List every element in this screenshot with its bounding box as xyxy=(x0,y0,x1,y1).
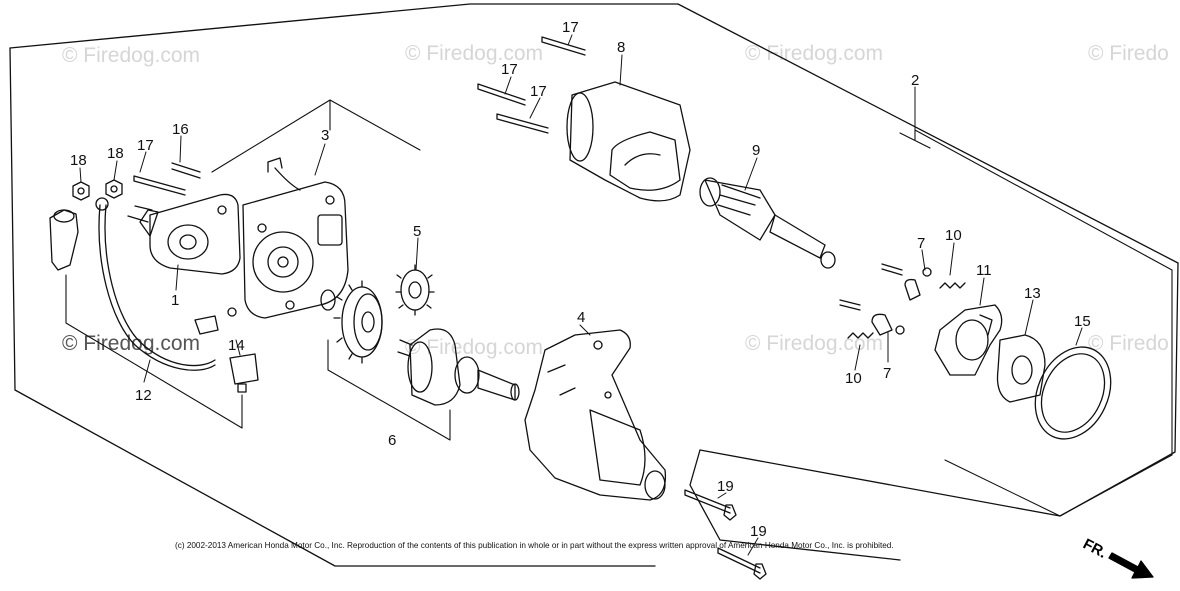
callout-19-top: 19 xyxy=(717,478,734,495)
leader-lines xyxy=(79,34,1083,556)
callout-15: 15 xyxy=(1074,313,1091,330)
part-bolts-bottom xyxy=(684,489,767,580)
callout-6: 6 xyxy=(388,432,396,449)
part-plate xyxy=(996,334,1046,403)
callout-16: 16 xyxy=(172,121,189,138)
part-brush-holder xyxy=(934,304,1003,376)
part-terminal xyxy=(194,307,259,393)
callout-17-top: 17 xyxy=(562,19,579,36)
callout-13: 13 xyxy=(1024,285,1041,302)
callout-2: 2 xyxy=(911,72,919,89)
part-end-cover xyxy=(242,157,349,319)
callout-numbers: 1 2 3 4 5 6 7 7 8 9 10 10 11 12 13 14 15… xyxy=(70,19,1091,540)
callout-5: 5 xyxy=(413,223,421,240)
callout-3: 3 xyxy=(321,127,329,144)
callout-18-b: 18 xyxy=(107,145,124,162)
part-gear-housing xyxy=(524,329,667,501)
callout-19-bottom: 19 xyxy=(750,523,767,540)
part-armature xyxy=(699,177,836,269)
part-yoke xyxy=(566,81,691,202)
callout-10-top: 10 xyxy=(945,227,962,244)
part-pinion-clutch xyxy=(397,328,520,406)
part-seal-ring xyxy=(1034,346,1112,440)
part-bolts-top xyxy=(477,36,586,134)
front-label: FR. xyxy=(1080,536,1109,562)
copyright-notice: (c) 2002-2013 American Honda Motor Co., … xyxy=(175,541,894,550)
part-brushes-springs xyxy=(839,263,966,339)
callout-7-bottom: 7 xyxy=(883,365,891,382)
callout-12: 12 xyxy=(135,387,152,404)
callout-17-mid-1: 17 xyxy=(501,61,518,78)
front-arrow-icon xyxy=(1108,552,1154,579)
callout-14: 14 xyxy=(228,337,245,354)
callout-10-bottom: 10 xyxy=(845,370,862,387)
bracket-lines xyxy=(65,99,1173,517)
callout-7-top: 7 xyxy=(917,235,925,252)
frame-outline xyxy=(9,3,1179,567)
part-gears xyxy=(320,264,435,364)
part-cable xyxy=(49,197,216,371)
callout-1: 1 xyxy=(171,292,179,309)
callout-4: 4 xyxy=(577,309,585,326)
callout-8: 8 xyxy=(617,39,625,56)
callout-18-a: 18 xyxy=(70,152,87,169)
callout-17-left: 17 xyxy=(137,137,154,154)
callout-11: 11 xyxy=(976,262,992,279)
part-nuts-bolts-left xyxy=(72,162,201,201)
callout-9: 9 xyxy=(752,142,760,159)
callout-17-mid-2: 17 xyxy=(530,83,547,100)
front-direction-indicator: FR. xyxy=(1080,536,1154,579)
part-solenoid xyxy=(127,193,241,275)
